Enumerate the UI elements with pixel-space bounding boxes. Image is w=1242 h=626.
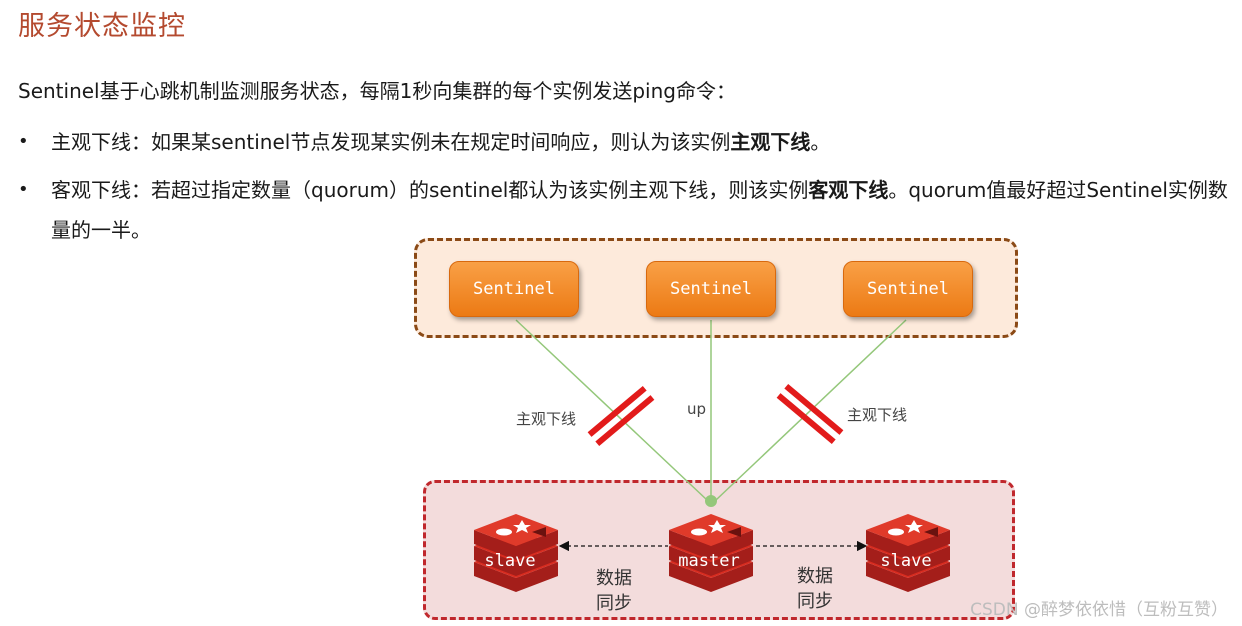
master-label: master bbox=[678, 551, 740, 571]
sentinel-node-2: Sentinel bbox=[646, 261, 776, 317]
sync-label-left-line1: 数据 bbox=[596, 568, 632, 589]
bullet-text: 客观下线：若超过指定数量（quorum）的sentinel都认为该实例主观下线，… bbox=[51, 178, 809, 202]
cut-mark-right bbox=[776, 383, 844, 445]
edge-label-left: 主观下线 bbox=[516, 410, 577, 428]
bullet-text: 主观下线：如果某sentinel节点发现某实例未在规定时间响应，则认为该实例 bbox=[51, 130, 731, 154]
sentinel-node-1: Sentinel bbox=[449, 261, 579, 317]
bullet-subjective-down: • 主观下线：如果某sentinel节点发现某实例未在规定时间响应，则认为该实例… bbox=[18, 122, 1238, 162]
slave-left-label: slave bbox=[484, 551, 536, 571]
bullet-objective-down: • 客观下线：若超过指定数量（quorum）的sentinel都认为该实例主观下… bbox=[18, 170, 1238, 250]
bullet-dot: • bbox=[18, 179, 29, 200]
redis-logo-right bbox=[866, 514, 950, 592]
intro-paragraph: Sentinel基于心跳机制监测服务状态，每隔1秒向集群的每个实例发送ping命… bbox=[18, 79, 736, 103]
edge-left-line bbox=[515, 319, 708, 501]
sync-label-left-line2: 同步 bbox=[596, 593, 632, 614]
sync-label-right: 数据 同步 bbox=[795, 564, 835, 614]
sentinel-node-3: Sentinel bbox=[843, 261, 973, 317]
bullet-list: • 主观下线：如果某sentinel节点发现某实例未在规定时间响应，则认为该实例… bbox=[18, 122, 1238, 258]
bullet-text-end: 。quorum值最好超过Sentinel实例数量的一半。 bbox=[51, 178, 1228, 242]
bullet-dot: • bbox=[18, 131, 29, 152]
sync-label-right-line1: 数据 bbox=[797, 566, 833, 587]
watermark: CSDN @醉梦依依惜（互粉互赞） bbox=[970, 600, 1228, 620]
bullet-bold: 客观下线 bbox=[808, 178, 889, 202]
cut-mark-left bbox=[587, 385, 655, 447]
sync-label-right-line2: 同步 bbox=[797, 591, 833, 612]
redis-logo-center bbox=[669, 514, 753, 592]
redis-logo-left bbox=[474, 514, 558, 592]
edge-meeting-dot bbox=[705, 495, 717, 507]
sync-label-left: 数据 同步 bbox=[594, 566, 634, 616]
slave-right-label: slave bbox=[880, 551, 932, 571]
bullet-bold: 主观下线 bbox=[730, 130, 811, 154]
page-title: 服务状态监控 bbox=[18, 11, 186, 42]
edge-label-middle: up bbox=[687, 400, 707, 418]
edge-label-right: 主观下线 bbox=[847, 406, 908, 424]
bullet-text-end: 。 bbox=[810, 130, 831, 154]
